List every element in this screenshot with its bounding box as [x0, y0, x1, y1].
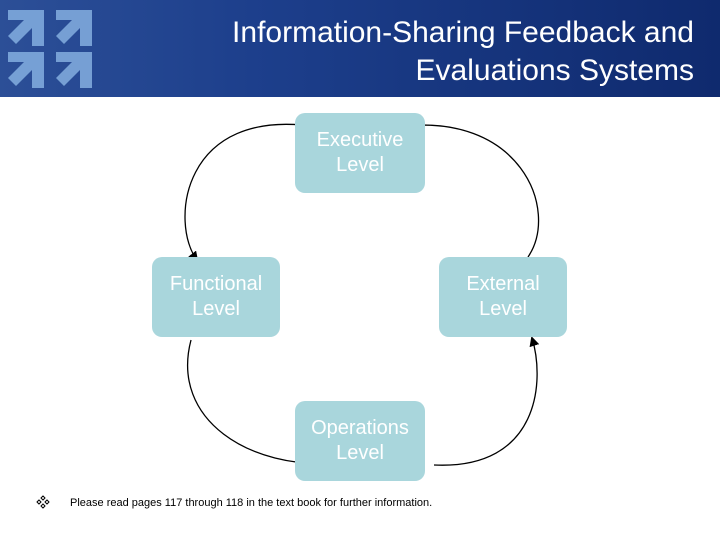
functional-level-box: Functional Level	[152, 257, 280, 337]
title-banner: Information-Sharing Feedback and Evaluat…	[0, 0, 720, 97]
four-diamond-bullet-icon	[36, 495, 50, 509]
operations-label-line2: Level	[336, 442, 384, 464]
arrows-grid-logo-icon	[8, 10, 92, 88]
arrow-external-to-executive	[394, 120, 540, 258]
title-line-1: Information-Sharing Feedback and	[232, 16, 694, 49]
executive-label-line1: Executive	[316, 129, 404, 151]
footer-note: Please read pages 117 through 118 in the…	[70, 497, 433, 509]
title-line-2: Evaluations Systems	[415, 54, 694, 87]
external-label-line1: External	[466, 273, 540, 295]
functional-label-line2: Level	[192, 298, 240, 320]
functional-label-line1: Functional	[169, 273, 263, 295]
slide-title: Information-Sharing Feedback and Evaluat…	[134, 14, 694, 90]
operations-level-box: Operations Level	[295, 401, 425, 481]
external-level-box: External Level	[439, 257, 567, 337]
arrow-operations-to-external	[433, 336, 540, 466]
executive-label-line2: Level	[336, 154, 384, 176]
executive-level-box: Executive Level	[295, 113, 425, 193]
arrow-executive-to-functional	[184, 123, 319, 262]
external-label-line2: Level	[479, 298, 527, 320]
operations-label-line1: Operations	[311, 417, 409, 439]
